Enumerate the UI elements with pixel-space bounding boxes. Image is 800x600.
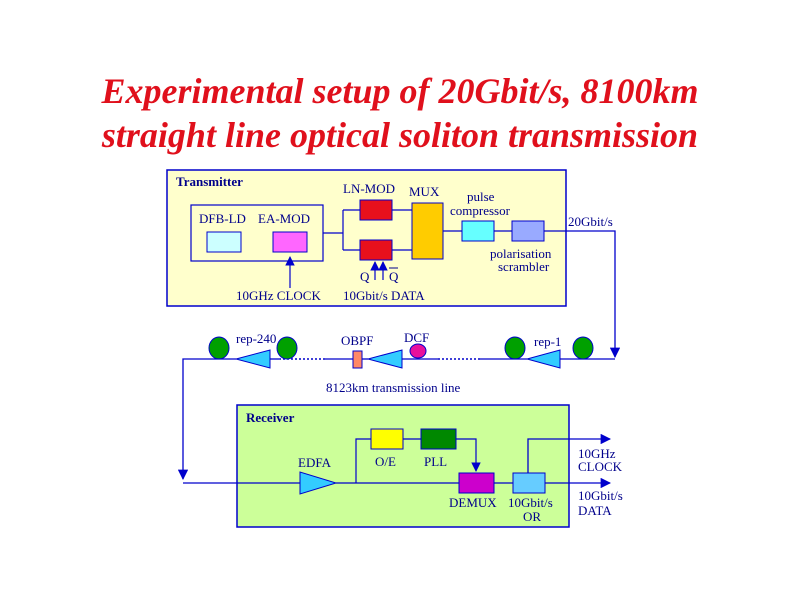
dcf-coil	[409, 343, 427, 359]
edfa-label: EDFA	[298, 455, 332, 470]
clock-output-label-2: CLOCK	[578, 459, 623, 474]
pll-label: PLL	[424, 454, 447, 469]
mux-label: MUX	[409, 184, 440, 199]
q-label-1: Q	[360, 269, 370, 284]
ea-mod-block	[272, 231, 308, 253]
receiver-panel	[236, 404, 570, 528]
q-label-2: Q	[389, 269, 399, 284]
repeater-1-coil-right	[572, 336, 594, 360]
repeater-240-coil-right	[276, 336, 298, 360]
dfb-ld-label: DFB-LD	[199, 211, 246, 226]
repeater-240-coil-left	[208, 336, 230, 360]
repeater-1-label: rep-1	[534, 334, 561, 349]
ln-mod-lower	[359, 239, 393, 261]
or-block	[512, 472, 546, 494]
repeater-240-amplifier	[234, 349, 271, 369]
clock-input-label: 10GHz CLOCK	[236, 288, 321, 303]
or-label-1: 10Gbit/s	[508, 495, 553, 510]
polarisation-scrambler-label-1: polarisation	[490, 246, 552, 261]
oe-label: O/E	[375, 454, 396, 469]
dcf-label: DCF	[404, 330, 429, 345]
pulse-compressor-label-1: pulse	[467, 189, 495, 204]
obpf-label: OBPF	[341, 333, 374, 348]
ln-mod-label: LN-MOD	[343, 181, 395, 196]
data-input-label: 10Gbit/s DATA	[343, 288, 425, 303]
obpf-filter	[352, 350, 363, 369]
output-rate-label: 20Gbit/s	[568, 214, 613, 229]
pulse-compressor-block	[461, 220, 495, 242]
polarisation-scrambler-block	[511, 220, 545, 242]
transmission-length-label: 8123km transmission line	[326, 380, 461, 395]
demux-label: DEMUX	[449, 495, 497, 510]
transmitter-heading: Transmitter	[176, 174, 243, 189]
pll-block	[420, 428, 457, 450]
edfa-amplifier	[299, 471, 338, 495]
polarisation-scrambler-label-2: scrambler	[498, 259, 550, 274]
or-label-2: OR	[523, 509, 541, 524]
data-output-label-1: 10Gbit/s	[578, 488, 623, 503]
clock-output-label-1: 10GHz	[578, 446, 616, 461]
repeater-1-coil-left	[504, 336, 526, 360]
dfb-ld-block	[206, 231, 242, 253]
title-line-2: straight line optical soliton transmissi…	[101, 115, 699, 155]
data-output-label-2: DATA	[578, 503, 612, 518]
mux-block	[411, 202, 444, 260]
pulse-compressor-label-2: compressor	[450, 203, 511, 218]
repeater-240-label: rep-240	[236, 331, 276, 346]
demux-block	[458, 472, 495, 494]
ln-mod-upper	[359, 199, 393, 221]
ea-mod-label: EA-MOD	[258, 211, 310, 226]
title-line-1: Experimental setup of 20Gbit/s, 8100km	[101, 71, 699, 111]
oe-block	[370, 428, 404, 450]
dcf-amplifier	[366, 349, 403, 369]
receiver-heading: Receiver	[246, 410, 295, 425]
repeater-1-amplifier	[525, 349, 561, 369]
